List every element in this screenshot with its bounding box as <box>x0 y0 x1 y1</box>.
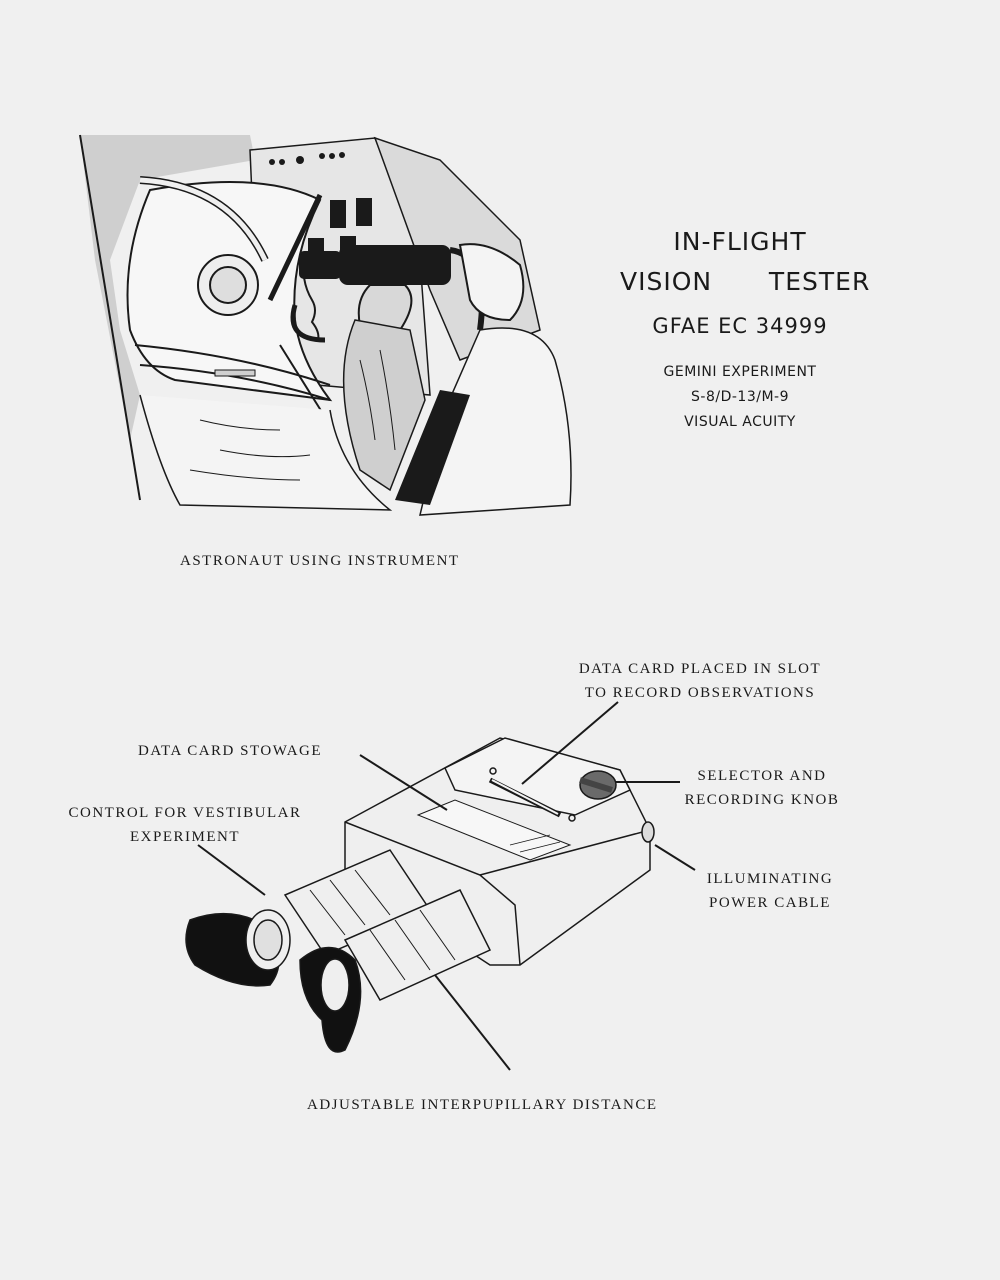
callout-leader-lines <box>197 701 696 1071</box>
callout-selector-line2: RECORDING KNOB <box>684 792 840 808</box>
leader-data-card-slot <box>521 701 619 785</box>
title-line-2: VISION TESTER <box>620 267 871 296</box>
callout-selector-line1: SELECTOR AND <box>697 768 827 784</box>
callout-data-card-slot-line1: DATA CARD PLACED IN SLOT <box>578 661 822 677</box>
title-block: IN-FLIGHT VISION TESTER GFAE EC 34999 GE… <box>620 222 871 435</box>
callout-power-line1: ILLUMINATING <box>706 871 834 887</box>
leader-power-cable <box>654 844 696 871</box>
callout-vestibular-control: CONTROL FOR VESTIBULAR EXPERIMENT <box>40 801 330 849</box>
astronaut-illustration <box>79 134 572 516</box>
experiment-code: S-8/D-13/M-9 <box>691 389 789 405</box>
top-figure-caption: ASTRONAUT USING INSTRUMENT <box>180 553 460 569</box>
leader-vestibular-control <box>197 844 266 896</box>
callout-power-line2: POWER CABLE <box>709 895 831 911</box>
experiment-label: GEMINI EXPERIMENT <box>663 364 817 380</box>
callout-vestibular-line1: CONTROL FOR VESTIBULAR <box>68 805 302 821</box>
callout-selector-knob: SELECTOR AND RECORDING KNOB <box>672 764 852 812</box>
leader-interpupillary <box>434 974 511 1071</box>
experiment-name: VISUAL ACUITY <box>684 414 796 430</box>
callout-vestibular-line2: EXPERIMENT <box>130 829 240 845</box>
title-line-1: IN-FLIGHT <box>673 227 807 256</box>
leader-data-card-stowage <box>359 754 448 811</box>
callout-data-card-slot: DATA CARD PLACED IN SLOT TO RECORD OBSER… <box>555 657 845 705</box>
callout-data-card-stowage: DATA CARD STOWAGE <box>138 743 323 759</box>
designation: GFAE EC 34999 <box>652 314 828 338</box>
callout-power-cable: ILLUMINATING POWER CABLE <box>690 867 850 915</box>
callout-data-card-slot-line2: TO RECORD OBSERVATIONS <box>584 685 816 701</box>
callout-interpupillary: ADJUSTABLE INTERPUPILLARY DISTANCE <box>307 1097 658 1113</box>
vision-tester-illustration <box>185 737 655 1053</box>
